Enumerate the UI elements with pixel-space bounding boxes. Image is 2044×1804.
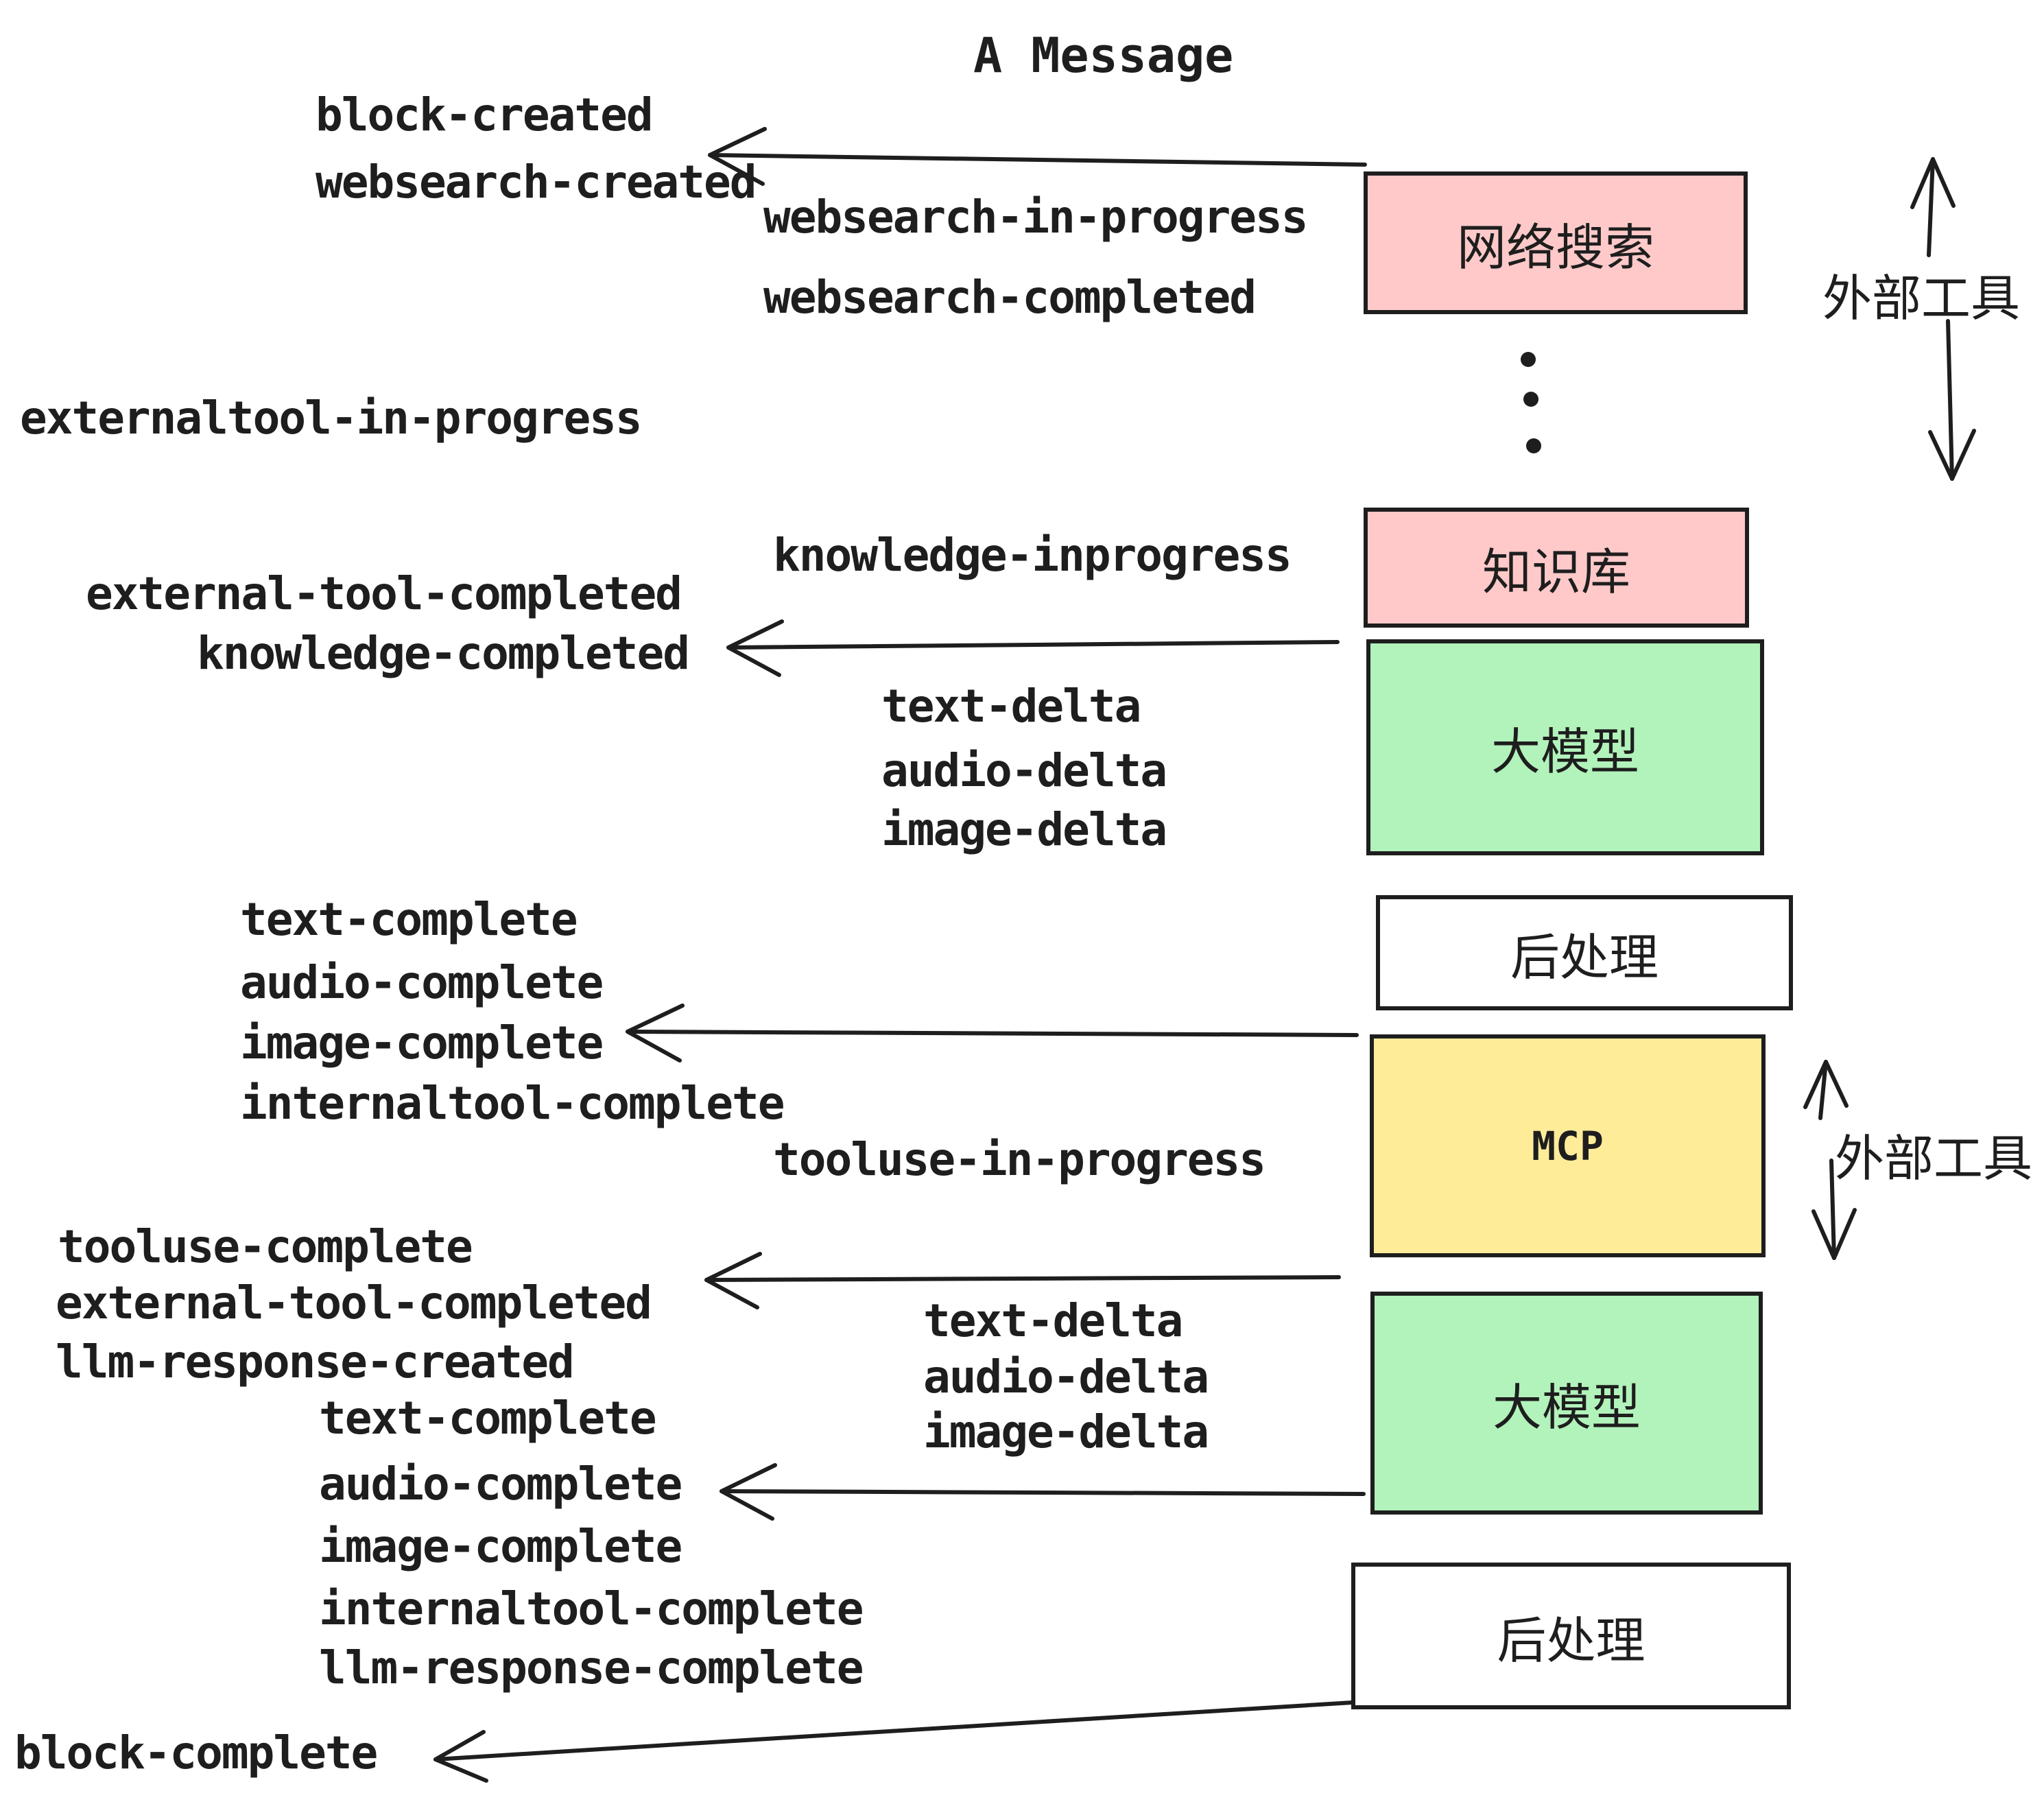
- node-mcp-label: MCP: [1532, 1122, 1604, 1170]
- event-externaltool-in-progress: externaltool-in-progress: [20, 392, 643, 444]
- event-audio-delta-1: audio-delta: [881, 744, 1167, 797]
- node-postprocess-1-label: 后处理: [1510, 928, 1659, 986]
- node-knowledge-label: 知识库: [1482, 543, 1630, 601]
- event-audio-complete-2: audio-complete: [319, 1458, 682, 1510]
- arrow-llm2-to-audio-complete: [720, 1463, 1366, 1521]
- event-external-tool-completed-1: external-tool-completed: [86, 567, 682, 620]
- node-websearch: 网络搜索: [1364, 171, 1748, 314]
- event-audio-delta-2: audio-delta: [923, 1351, 1209, 1403]
- event-tooluse-in-progress: tooluse-in-progress: [773, 1133, 1266, 1186]
- arrow-knowledge-to-knowledge-completed: [726, 619, 1340, 677]
- event-image-delta-1: image-delta: [881, 803, 1167, 856]
- event-text-complete-2: text-complete: [319, 1392, 657, 1445]
- external-tools-2-up-arrow: [1803, 1060, 1849, 1120]
- node-llm-1-label: 大模型: [1490, 723, 1639, 781]
- event-image-complete-1: image-complete: [240, 1017, 604, 1069]
- node-llm-1: 大模型: [1366, 639, 1764, 855]
- event-text-delta-2: text-delta: [923, 1294, 1183, 1347]
- node-postprocess-1: 后处理: [1376, 895, 1793, 1010]
- node-mcp: MCP: [1370, 1034, 1766, 1257]
- event-knowledge-completed: knowledge-completed: [197, 627, 690, 680]
- arrow-websearch-to-block-created: [708, 127, 1367, 186]
- event-knowledge-inprogress: knowledge-inprogress: [773, 529, 1292, 582]
- node-llm-2-label: 大模型: [1492, 1379, 1641, 1436]
- event-audio-complete-1: audio-complete: [240, 956, 604, 1009]
- event-image-complete-2: image-complete: [319, 1520, 682, 1573]
- node-postprocess-2: 后处理: [1351, 1563, 1791, 1709]
- arrow-postprocess2-to-block-complete: [433, 1700, 1355, 1783]
- event-tooluse-complete: tooluse-complete: [58, 1220, 473, 1273]
- event-block-created: block-created: [316, 88, 654, 141]
- event-websearch-in-progress: websearch-in-progress: [763, 191, 1308, 244]
- event-websearch-created: websearch-created: [316, 156, 757, 209]
- external-tools-1-up-arrow: [1910, 157, 1956, 257]
- event-external-tool-completed-2: external-tool-completed: [56, 1277, 652, 1329]
- node-postprocess-2-label: 后处理: [1497, 1611, 1645, 1670]
- event-internaltool-complete-2: internaltool-complete: [319, 1582, 864, 1635]
- node-llm-2: 大模型: [1370, 1292, 1763, 1515]
- event-websearch-completed: websearch-completed: [763, 271, 1257, 324]
- event-text-complete-1: text-complete: [240, 893, 578, 946]
- external-tools-2-label: 外部工具: [1835, 1130, 2033, 1187]
- event-text-delta-1: text-delta: [881, 680, 1141, 733]
- diagram-title: A Message: [973, 27, 1234, 84]
- vertical-ellipsis: [1521, 352, 1541, 453]
- event-block-complete: block-complete: [14, 1726, 378, 1779]
- event-llm-response-created: llm-response-created: [56, 1336, 575, 1388]
- external-tools-1-label: 外部工具: [1822, 270, 2021, 327]
- node-websearch-label: 网络搜索: [1456, 218, 1654, 276]
- arrow-postprocess1-to-image-complete: [626, 1004, 1359, 1063]
- event-internaltool-complete-1: internaltool-complete: [240, 1077, 785, 1130]
- node-knowledge: 知识库: [1364, 508, 1749, 628]
- external-tools-1-down-arrow: [1928, 319, 1976, 481]
- event-image-delta-2: image-delta: [923, 1405, 1209, 1458]
- event-llm-response-complete: llm-response-complete: [319, 1641, 864, 1694]
